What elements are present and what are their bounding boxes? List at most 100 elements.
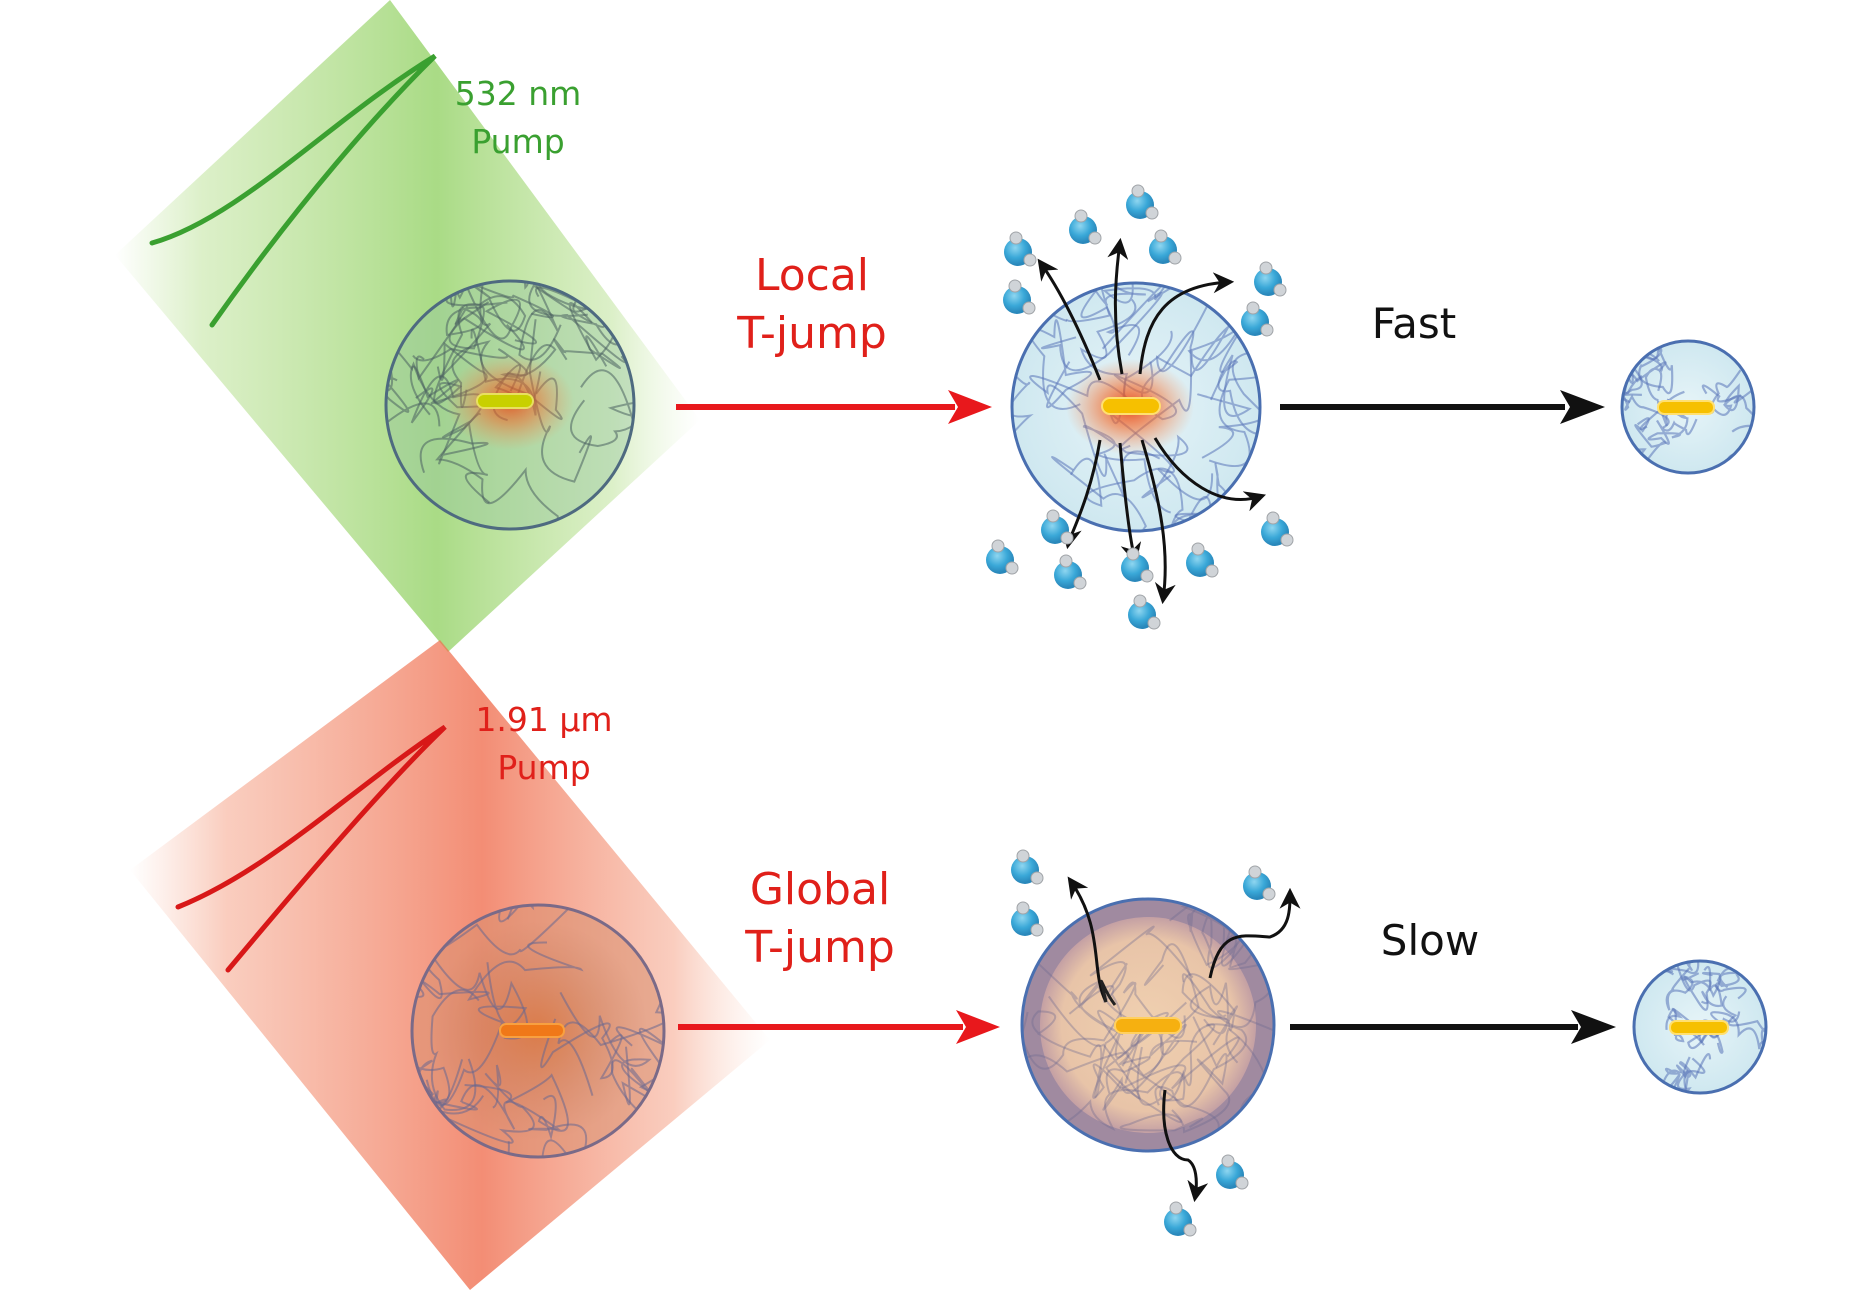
local-label-line2: T-jump [736,308,887,359]
arrow-slow [1290,1010,1616,1044]
polymer-strand [412,905,584,1001]
gold-nanorod [1114,1017,1182,1034]
water-molecule [1254,261,1287,297]
arrow-global-tjump [678,1010,1000,1044]
polymer-strand [460,1084,588,1157]
polymer-strand [445,305,485,350]
polymer-strand [1197,354,1260,436]
polymer-strand [1634,961,1674,973]
polymer-strand [1065,283,1164,323]
water-molecule [1011,849,1044,885]
polymer-strand [1136,1023,1248,1108]
polymer-strand [1026,319,1092,410]
red-pump-wavelength: 1.91 µm [475,700,612,739]
arrow-fast [1280,390,1605,424]
polymer-strand [1634,961,1646,1002]
polymer-network [1634,961,1766,1093]
red-pump-word: Pump [497,748,590,787]
red-pulse-icon [175,724,447,973]
polymer-strand [412,1059,464,1157]
polymer-strand [1201,334,1260,459]
water-molecule [1128,594,1161,630]
polymer-strand [1181,973,1274,1032]
gold-nanorod [1101,397,1161,415]
water-molecule [1261,511,1294,547]
fast-label: Fast [1372,299,1456,348]
green-pump-wavelength: 532 nm [455,74,582,113]
water-molecule [1241,301,1274,337]
polymer-strand [1665,967,1700,1011]
polymer-strand [447,1064,535,1144]
polymer-strand [1093,1145,1171,1151]
polymer-strand [553,335,621,370]
polymer-strand [1047,995,1169,1100]
nanoparticle-local-heating [1010,281,1262,533]
water-molecule [1243,865,1276,901]
polymer-strand [386,281,466,300]
local-label-line1: Local [755,250,869,301]
polymer-strand [1675,962,1722,1011]
water-molecule [1126,184,1159,220]
gold-nanorod [499,1023,565,1038]
green-pulse-icon [149,53,437,328]
polymer-strand [570,369,634,448]
polymer-strand [540,1018,623,1080]
polymer-strand [1119,1016,1231,1134]
polymer-strand [1714,967,1747,1000]
polymer-strand [1143,943,1200,1056]
polymer-strand [1728,341,1754,343]
water-flow-arrows-bottom [1067,876,1301,1203]
gold-nanorod [1669,1020,1729,1035]
polymer-strand [1015,283,1141,356]
polymer-strand [412,1031,451,1104]
water-molecule [986,539,1019,575]
water-molecule [1121,547,1154,583]
water-molecule [1011,901,1044,937]
gold-nanorod [1657,400,1715,415]
nanoparticle-initial-bottom [410,903,666,1159]
nanoparticle-global-heating [1020,897,1276,1153]
water-molecule [1054,554,1087,590]
polymer-strand [1189,982,1239,1046]
water-molecule [1164,1201,1197,1237]
polymer-strand [1124,1001,1220,1147]
polymer-strand [1031,985,1122,1099]
water-molecule [1041,509,1074,545]
gold-nanorod [476,393,534,409]
polymer-strand [615,1026,664,1118]
green-pump-beam [115,0,700,652]
polymer-strand [1700,965,1723,1008]
water-molecules [986,184,1294,1237]
polymer-strand [430,989,480,1112]
water-molecule [1149,229,1182,265]
nanoparticle-initial-top [384,279,636,531]
water-molecule [1003,279,1036,315]
slow-label: Slow [1381,916,1479,965]
polymer-strand [1650,1084,1685,1093]
polymer-strand [1168,899,1267,971]
polymer-strand [1622,361,1667,402]
global-label-line2: T-jump [744,922,895,973]
polymer-strand [1676,1053,1712,1093]
polymer-strand [432,1095,554,1157]
water-molecule [1216,1154,1249,1190]
nanoparticle-collapsed-top [1620,339,1756,475]
global-label-line1: Global [750,864,890,915]
polymer-strand [1102,1023,1198,1124]
polymer-strand [1040,1023,1216,1131]
polymer-strand [1051,455,1209,531]
polymer-strand [386,330,488,405]
polymer-strand [1659,1067,1682,1093]
polymer-strand [435,412,634,529]
arrow-local-tjump [676,390,992,424]
nanoparticle-collapsed-bottom [1632,959,1768,1095]
green-pump-word: Pump [471,122,564,161]
water-molecule [1004,231,1037,267]
polymer-strand [1665,961,1705,976]
water-molecule [1069,209,1102,245]
water-molecule [1186,542,1219,578]
polymer-strand [1022,1051,1151,1116]
polymer-strand [1647,417,1698,445]
polymer-strand [1022,981,1186,1070]
